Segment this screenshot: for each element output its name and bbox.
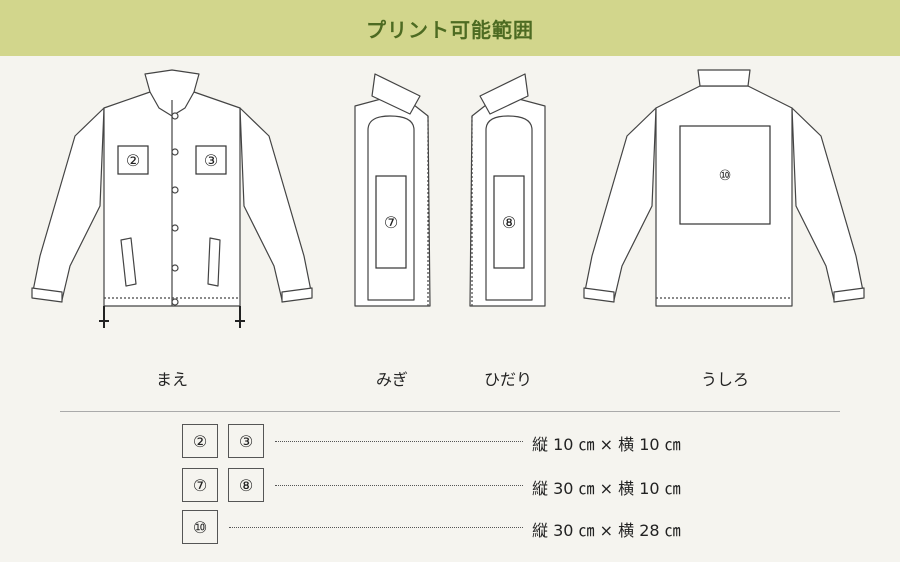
left-side-jacket xyxy=(469,73,546,307)
right-side-jacket xyxy=(354,73,431,307)
print-area-3-label: ③ xyxy=(204,151,218,170)
spec-dimension-1: 縦 10 ㎝ × 横 10 ㎝ xyxy=(532,435,681,454)
spec-leader xyxy=(229,527,523,528)
spec-badge-7: ⑦ xyxy=(182,468,218,502)
spec-badge-8: ⑧ xyxy=(228,468,264,502)
print-area-3 xyxy=(195,145,227,175)
view-label-left: ひだり xyxy=(483,370,533,389)
print-area-10-label: ⑩ xyxy=(719,168,732,184)
spec-badge-2: ② xyxy=(182,424,218,458)
page-title: プリント可能範囲 xyxy=(366,17,534,42)
spec-dimension-3: 縦 30 ㎝ × 横 28 ㎝ xyxy=(532,521,681,540)
spec-dimension-2: 縦 30 ㎝ × 横 10 ㎝ xyxy=(532,479,681,498)
back-jacket xyxy=(583,69,865,307)
print-area-10 xyxy=(679,125,771,225)
view-label-right: みぎ xyxy=(375,370,409,389)
view-label-back: うしろ xyxy=(700,370,750,389)
print-area-7-label: ⑦ xyxy=(384,213,398,232)
view-label-front: まえ xyxy=(155,370,189,389)
front-jacket xyxy=(31,69,313,307)
drawcord-icon xyxy=(99,306,245,328)
print-area-2 xyxy=(117,145,149,175)
spec-leader xyxy=(275,485,523,486)
print-area-8-label: ⑧ xyxy=(502,213,516,232)
spec-leader xyxy=(275,441,523,442)
spec-badge-3: ③ xyxy=(228,424,264,458)
print-area-8 xyxy=(493,175,525,269)
print-area-2-label: ② xyxy=(126,151,140,170)
print-area-7 xyxy=(375,175,407,269)
jacket-diagram: ② ③ ⑦ ⑧ ⑩ xyxy=(31,69,865,328)
title-bar: プリント可能範囲 xyxy=(0,0,900,56)
divider xyxy=(60,411,840,412)
spec-badge-10: ⑩ xyxy=(182,510,218,544)
